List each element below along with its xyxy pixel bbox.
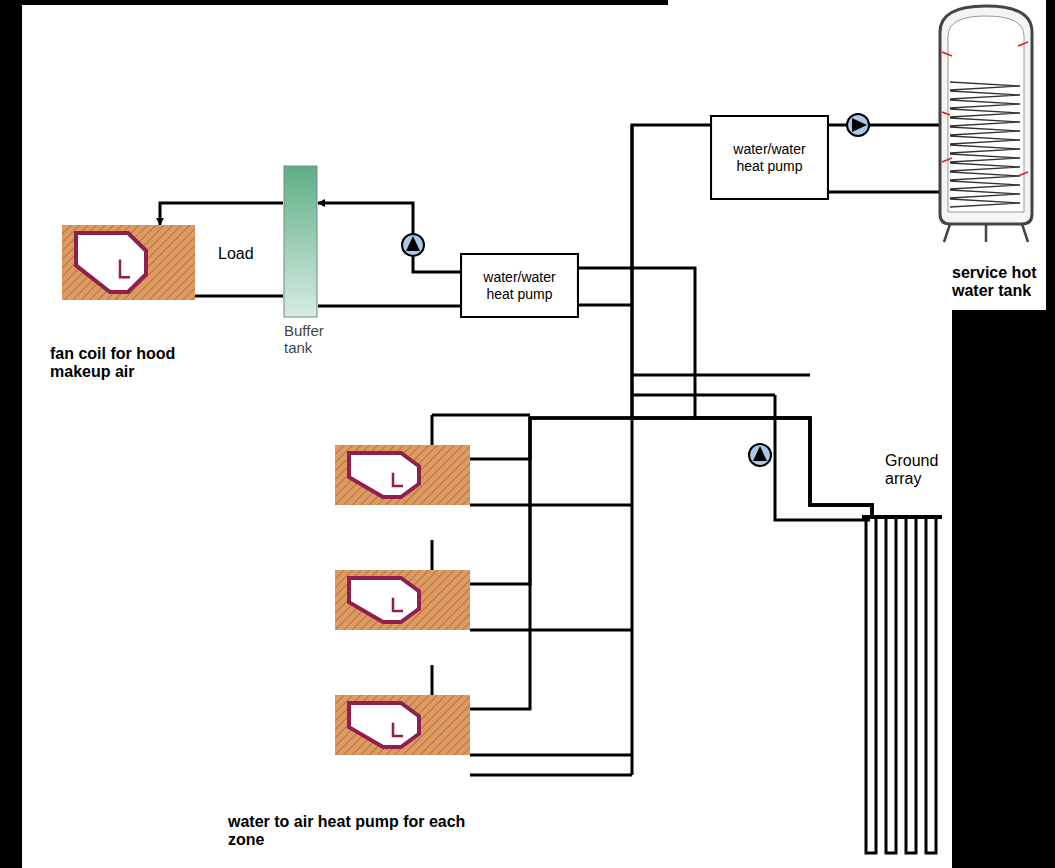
heat-pump-box: water/water heat pump [460,253,579,318]
zone-heat-pump-outline [335,445,470,505]
manifold-pipes [432,125,870,775]
shape-caption: fan coil for hood makeup air [50,345,240,382]
box-label: water/water heat pump [710,135,829,179]
hot-water-tank-outline [928,2,1045,245]
pipe-connector [318,203,460,272]
zone-heat-pump-outline [335,570,470,630]
shape-caption: water to air heat pump for each zone [228,813,468,850]
pipe-connector [470,418,872,709]
zone-heat-pump: water to air heat pump for each zone [335,695,470,755]
dark-border [952,310,1055,868]
pump-symbol [402,114,869,466]
fan-coil-outline [62,225,195,300]
fan-coil: Loadfan coil for hood makeup air [62,225,195,300]
dark-border [0,0,22,868]
hot-water-tank: service hot water tank [928,2,1045,245]
box-label: water/water heat pump [460,263,579,307]
shape-caption: Ground array [885,452,965,489]
pipe-connector [195,295,283,298]
ground-array: Ground array [862,515,945,858]
shape-caption: service hot water tank [952,264,1048,301]
ground-array-outline [862,515,945,858]
buffer-tank-outline [283,165,318,318]
buffer-tank: Buffer tank [283,165,318,318]
pipe-connector [160,203,283,225]
zone-heat-pump [335,445,470,505]
dark-border [0,0,668,5]
pipe-connector [829,124,940,127]
shape-caption: Buffer tank [284,322,344,357]
pipe-connector [829,191,940,194]
pipe-connector [318,305,460,308]
heat-pump-box: water/water heat pump [710,115,829,200]
zone-heat-pump-outline [335,695,470,755]
shape-caption: Load [218,245,278,263]
zone-heat-pump [335,570,470,630]
